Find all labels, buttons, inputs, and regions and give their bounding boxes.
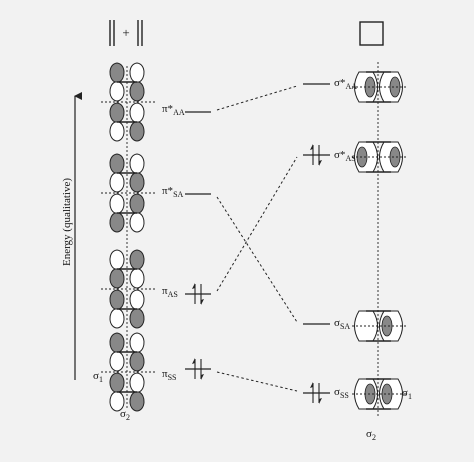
electron-pair-left-3	[192, 358, 204, 380]
header-double-bond-symbol: +	[109, 20, 143, 46]
correlation-line-sa	[216, 196, 298, 323]
electron-pair-right-3	[310, 382, 322, 404]
p-lobe-top	[129, 372, 145, 393]
label-sigma-sa: σSA	[334, 317, 350, 331]
electron-down-arrow	[201, 374, 204, 380]
alkene-mo-sketch-sa	[101, 153, 155, 233]
sigma-lobe-shaded	[389, 76, 401, 98]
p-lobe-top	[109, 372, 125, 393]
electron-pair-right-1	[310, 144, 322, 166]
p-lobe-bottom	[109, 212, 125, 233]
p-lobe-top	[129, 249, 145, 270]
cyclobutane-mo-sketch-sa	[352, 310, 406, 342]
sigma-lobe-shaded	[381, 315, 393, 337]
electron-up-arrow	[310, 382, 313, 388]
p-lobe-bottom	[109, 81, 125, 102]
alkene-mo-sketch-ss	[101, 332, 155, 412]
header-cyclobutane-square	[359, 21, 384, 46]
alkene-mo-sketch-aa	[101, 62, 155, 142]
electron-pair-left-2	[192, 283, 204, 305]
sigma-lobe-shaded	[381, 383, 393, 405]
left-orbital-sketches	[101, 62, 155, 412]
correlation-line-aa	[216, 85, 298, 111]
p-lobe-top	[109, 332, 125, 353]
electron-up-arrow	[192, 283, 195, 289]
p-lobe-top	[109, 193, 125, 214]
p-lobe-top	[129, 332, 145, 353]
label-sigma2-left: σ2	[120, 408, 130, 422]
electron-down-arrow	[319, 398, 322, 404]
p-lobe-top	[129, 153, 145, 174]
cyclobutane-mo-sketch-as	[352, 141, 406, 173]
p-lobe-bottom	[109, 121, 125, 142]
p-lobe-top	[109, 249, 125, 270]
correlation-line-as	[216, 156, 298, 292]
electron-up-arrow	[310, 144, 313, 150]
p-lobe-bottom	[129, 81, 145, 102]
correlation-line-ss	[216, 371, 298, 392]
label-sigma2-right: σ2	[366, 428, 376, 442]
electron-down-arrow	[319, 160, 322, 166]
p-lobe-bottom	[129, 172, 145, 193]
p-lobe-top	[109, 289, 125, 310]
p-lobe-top	[109, 102, 125, 123]
right-orbital-sketches	[352, 62, 406, 418]
label-pi-star-aa: π*AA	[162, 103, 185, 117]
label-sigma-ss: σSS	[334, 386, 349, 400]
p-lobe-top	[129, 193, 145, 214]
p-lobe-bottom	[109, 172, 125, 193]
p-lobe-bottom	[129, 121, 145, 142]
electron-pairs	[192, 144, 322, 404]
p-lobe-bottom	[129, 308, 145, 329]
p-lobe-top	[109, 62, 125, 83]
sigma-lobe-shaded	[389, 146, 401, 168]
label-pi-as: πAS	[162, 285, 178, 299]
p-lobe-top	[129, 102, 145, 123]
electron-down-arrow	[201, 299, 204, 305]
p-lobe-top	[109, 153, 125, 174]
alkene-mo-sketch-as	[101, 249, 155, 329]
label-sigma-star-aa: σ*AA	[334, 77, 357, 91]
p-lobe-top	[129, 62, 145, 83]
p-lobe-bottom	[109, 268, 125, 289]
cyclobutane-mo-sketch-ss	[352, 378, 406, 410]
cyclobutane-mo-sketch-aa	[352, 71, 406, 103]
p-lobe-top	[129, 289, 145, 310]
p-lobe-bottom	[109, 391, 125, 412]
p-lobe-bottom	[109, 308, 125, 329]
label-sigma1-right: σ1	[402, 387, 412, 401]
label-pi-star-sa: π*SA	[162, 185, 184, 199]
label-pi-ss: πSS	[162, 368, 176, 382]
p-lobe-bottom	[129, 268, 145, 289]
energy-axis-label: Energy (qualitative)	[61, 178, 73, 266]
svg-text:+: +	[122, 25, 129, 40]
p-lobe-bottom	[129, 351, 145, 372]
label-sigma-star-as: σ*AS	[334, 149, 356, 163]
label-sigma1-left: σ1	[93, 370, 103, 384]
p-lobe-bottom	[109, 351, 125, 372]
p-lobe-bottom	[129, 212, 145, 233]
p-lobe-bottom	[129, 391, 145, 412]
electron-up-arrow	[192, 358, 195, 364]
